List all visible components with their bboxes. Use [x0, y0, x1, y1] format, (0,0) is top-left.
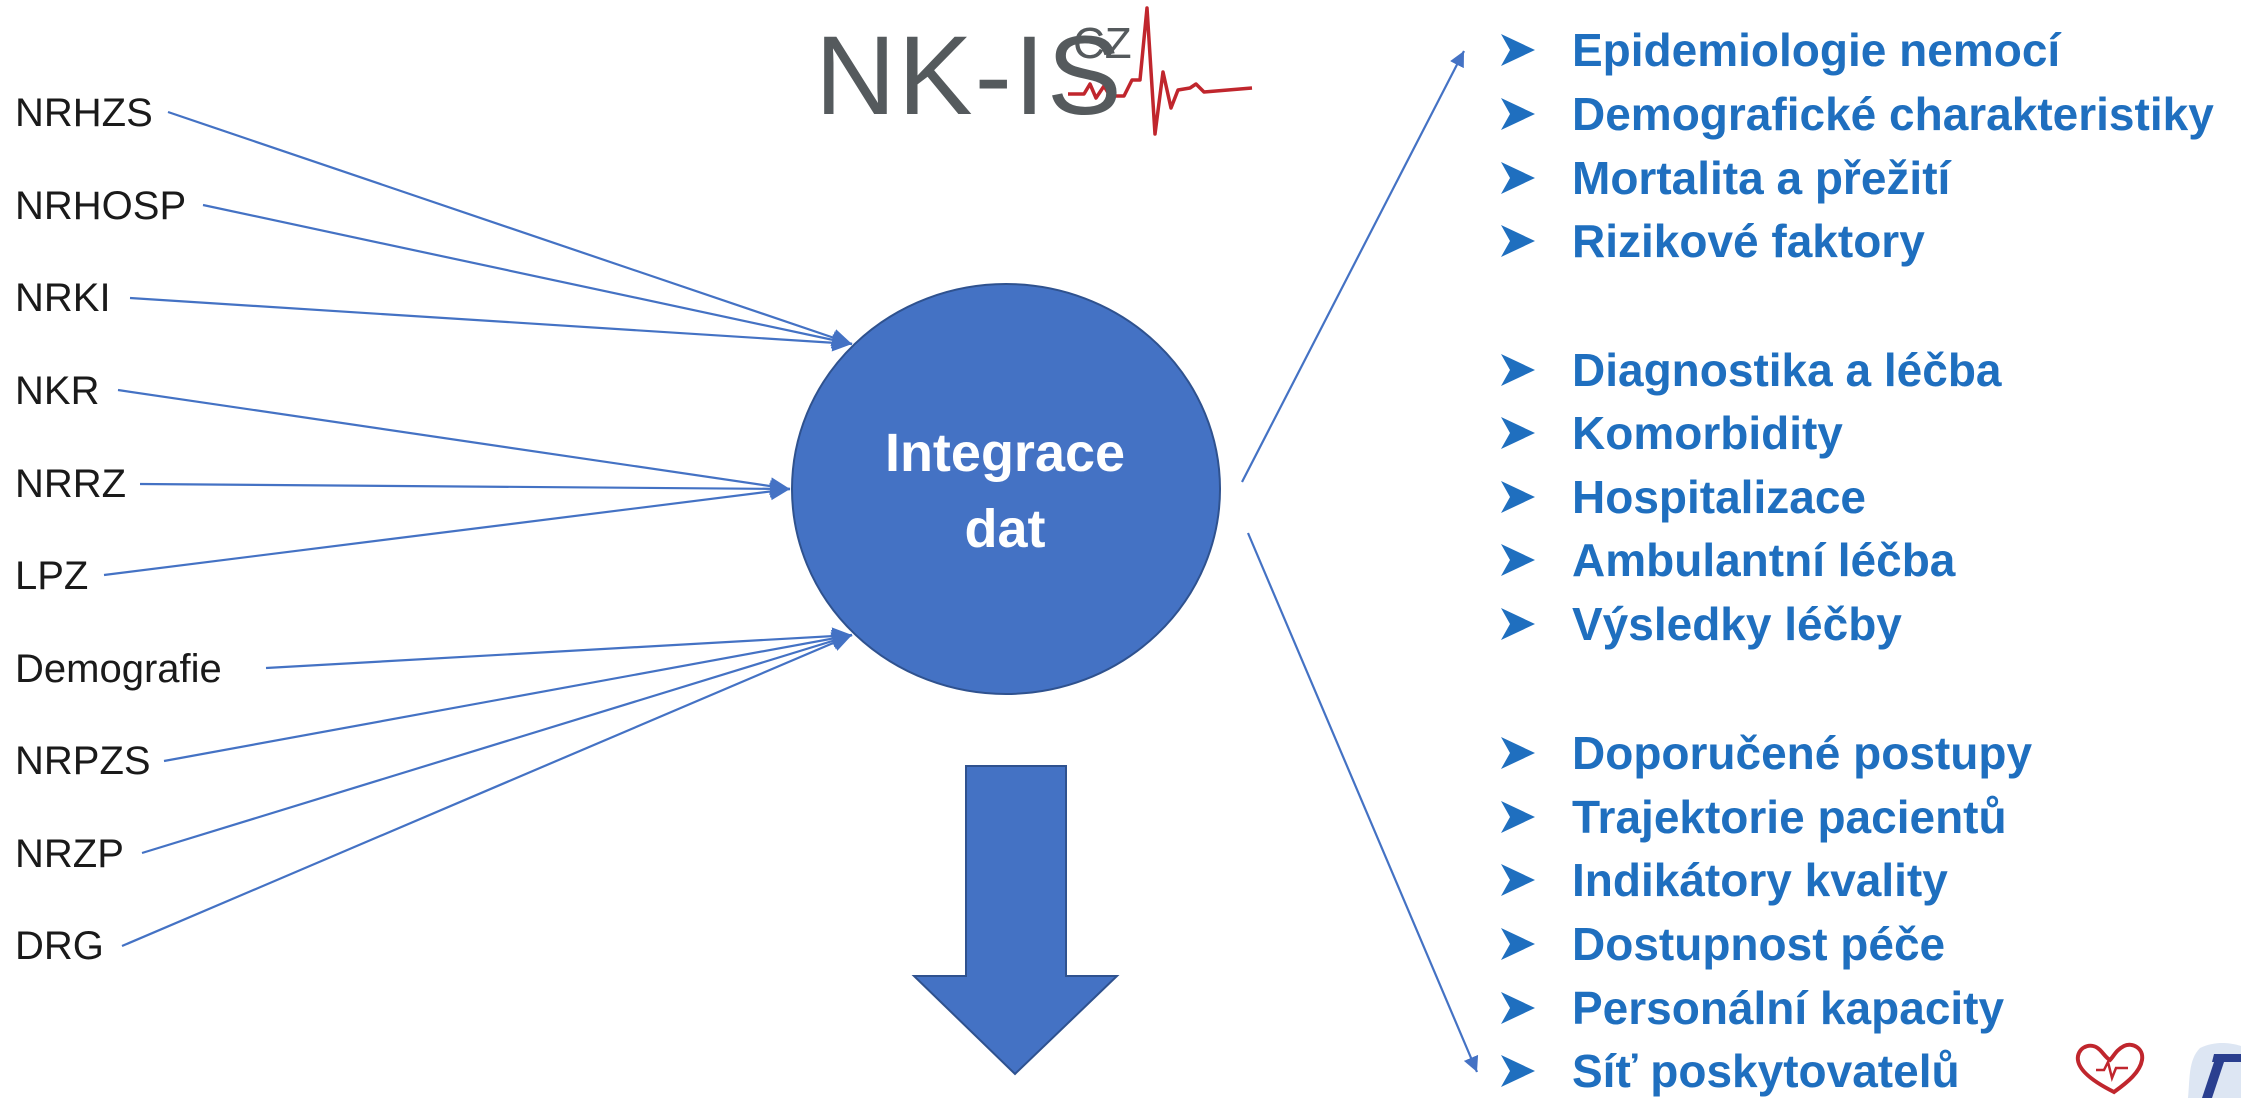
arrow-bullet-icon	[1501, 1054, 1535, 1087]
arrow-out-top	[1241, 50, 1465, 483]
output-label: Hospitalizace	[1572, 471, 1866, 523]
arrow-nrhzs	[167, 110, 853, 346]
center-label-line1: Integrace	[884, 423, 1126, 483]
output-label: Výsledky léčby	[1572, 598, 1902, 650]
output-label: Síť poskytovatelů	[1572, 1045, 1960, 1097]
arrow-nrhosp	[202, 203, 853, 349]
output-label: Indikátory kvality	[1572, 854, 1948, 906]
output-label: Diagnostika a léčba	[1572, 344, 2002, 396]
arrow-bullet-icon	[1501, 161, 1535, 194]
arrow-out-bottom	[1246, 532, 1479, 1073]
output-item: Ambulantní léčba	[1498, 530, 1955, 590]
output-item: Personální kapacity	[1498, 978, 2004, 1038]
output-label: Mortalita a přežití	[1572, 152, 1951, 204]
arrow-bullet-icon	[1501, 543, 1535, 576]
logo-text: NK-IS	[815, 13, 1124, 138]
source-label-nkr: NKR	[15, 369, 100, 413]
arrow-bullet-icon	[1501, 224, 1535, 257]
heart-logo-icon	[2075, 1042, 2145, 1095]
output-label: Komorbidity	[1572, 407, 1843, 459]
output-item: Trajektorie pacientů	[1498, 787, 2007, 847]
arrow-bullet-icon	[1501, 480, 1535, 513]
output-item: Síť poskytovatelů	[1498, 1041, 1960, 1101]
integration-circle	[791, 283, 1221, 695]
output-item: Indikátory kvality	[1498, 850, 1948, 910]
source-label-drg: DRG	[15, 924, 104, 968]
down-arrow	[911, 765, 1120, 1076]
institute-logo-icon	[2188, 1042, 2241, 1098]
arrow-bullet-icon	[1501, 97, 1535, 130]
arrow-bullet-icon	[1501, 927, 1535, 960]
source-label-demografie: Demografie	[15, 647, 222, 691]
output-item: Diagnostika a léčba	[1498, 340, 2002, 400]
output-item: Epidemiologie nemocí	[1498, 20, 2060, 80]
arrow-bullet-icon	[1501, 33, 1535, 66]
arrow-bullet-icon	[1501, 736, 1535, 769]
output-item: Dostupnost péče	[1498, 914, 1945, 974]
output-label: Epidemiologie nemocí	[1572, 24, 2061, 76]
arrow-drg	[121, 633, 853, 948]
arrow-bullet-icon	[1501, 800, 1535, 833]
output-item: Doporučené postupy	[1498, 723, 2032, 783]
arrow-bullet-icon	[1501, 353, 1535, 386]
arrow-nrzp	[141, 632, 853, 855]
output-label: Trajektorie pacientů	[1572, 791, 2007, 843]
source-label-nrhzs: NRHZS	[15, 91, 153, 135]
source-label-nrki: NRKI	[15, 276, 111, 320]
arrow-bullet-icon	[1501, 416, 1535, 449]
output-label: Demografické charakteristiky	[1572, 88, 2214, 140]
output-item: Rizikové faktory	[1498, 211, 1925, 271]
arrow-nrpzs	[163, 629, 853, 763]
output-item: Komorbidity	[1498, 403, 1843, 463]
output-item: Mortalita a přežití	[1498, 148, 1950, 208]
source-label-nrhosp: NRHOSP	[15, 184, 187, 228]
input-arrows	[103, 110, 853, 948]
arrow-bullet-icon	[1501, 863, 1535, 896]
partner-logos	[2075, 1042, 2241, 1098]
arrow-nkr	[117, 388, 791, 495]
logo-superscript: CZ	[1073, 19, 1132, 68]
output-label: Personální kapacity	[1572, 982, 2005, 1034]
source-label-nrrz: NRRZ	[15, 462, 127, 506]
arrow-nrki	[129, 296, 853, 352]
output-item: Hospitalizace	[1498, 467, 1866, 527]
output-label: Ambulantní léčba	[1572, 534, 1956, 586]
center-label: Integrace dat	[790, 415, 1220, 567]
arrow-bullet-icon	[1501, 991, 1535, 1024]
source-label-nrzp: NRZP	[15, 832, 124, 876]
source-label-lpz: LPZ	[15, 554, 89, 598]
output-label: Dostupnost péče	[1572, 918, 1946, 970]
output-arrows	[1241, 50, 1479, 1073]
output-item: Výsledky léčby	[1498, 594, 1902, 654]
output-label: Rizikové faktory	[1572, 215, 1925, 267]
arrow-nrrz	[139, 480, 791, 498]
arrow-demografie	[265, 627, 853, 670]
output-item: Demografické charakteristiky	[1498, 84, 2214, 144]
center-label-line2: dat	[964, 499, 1046, 559]
source-label-nrpzs: NRPZS	[15, 739, 151, 783]
output-label: Doporučené postupy	[1572, 727, 2033, 779]
heartbeat-pulse	[1068, 6, 1253, 136]
arrow-bullet-icon	[1501, 607, 1535, 640]
logo: NK-IS CZ	[815, 20, 1132, 132]
arrow-lpz	[103, 482, 791, 577]
